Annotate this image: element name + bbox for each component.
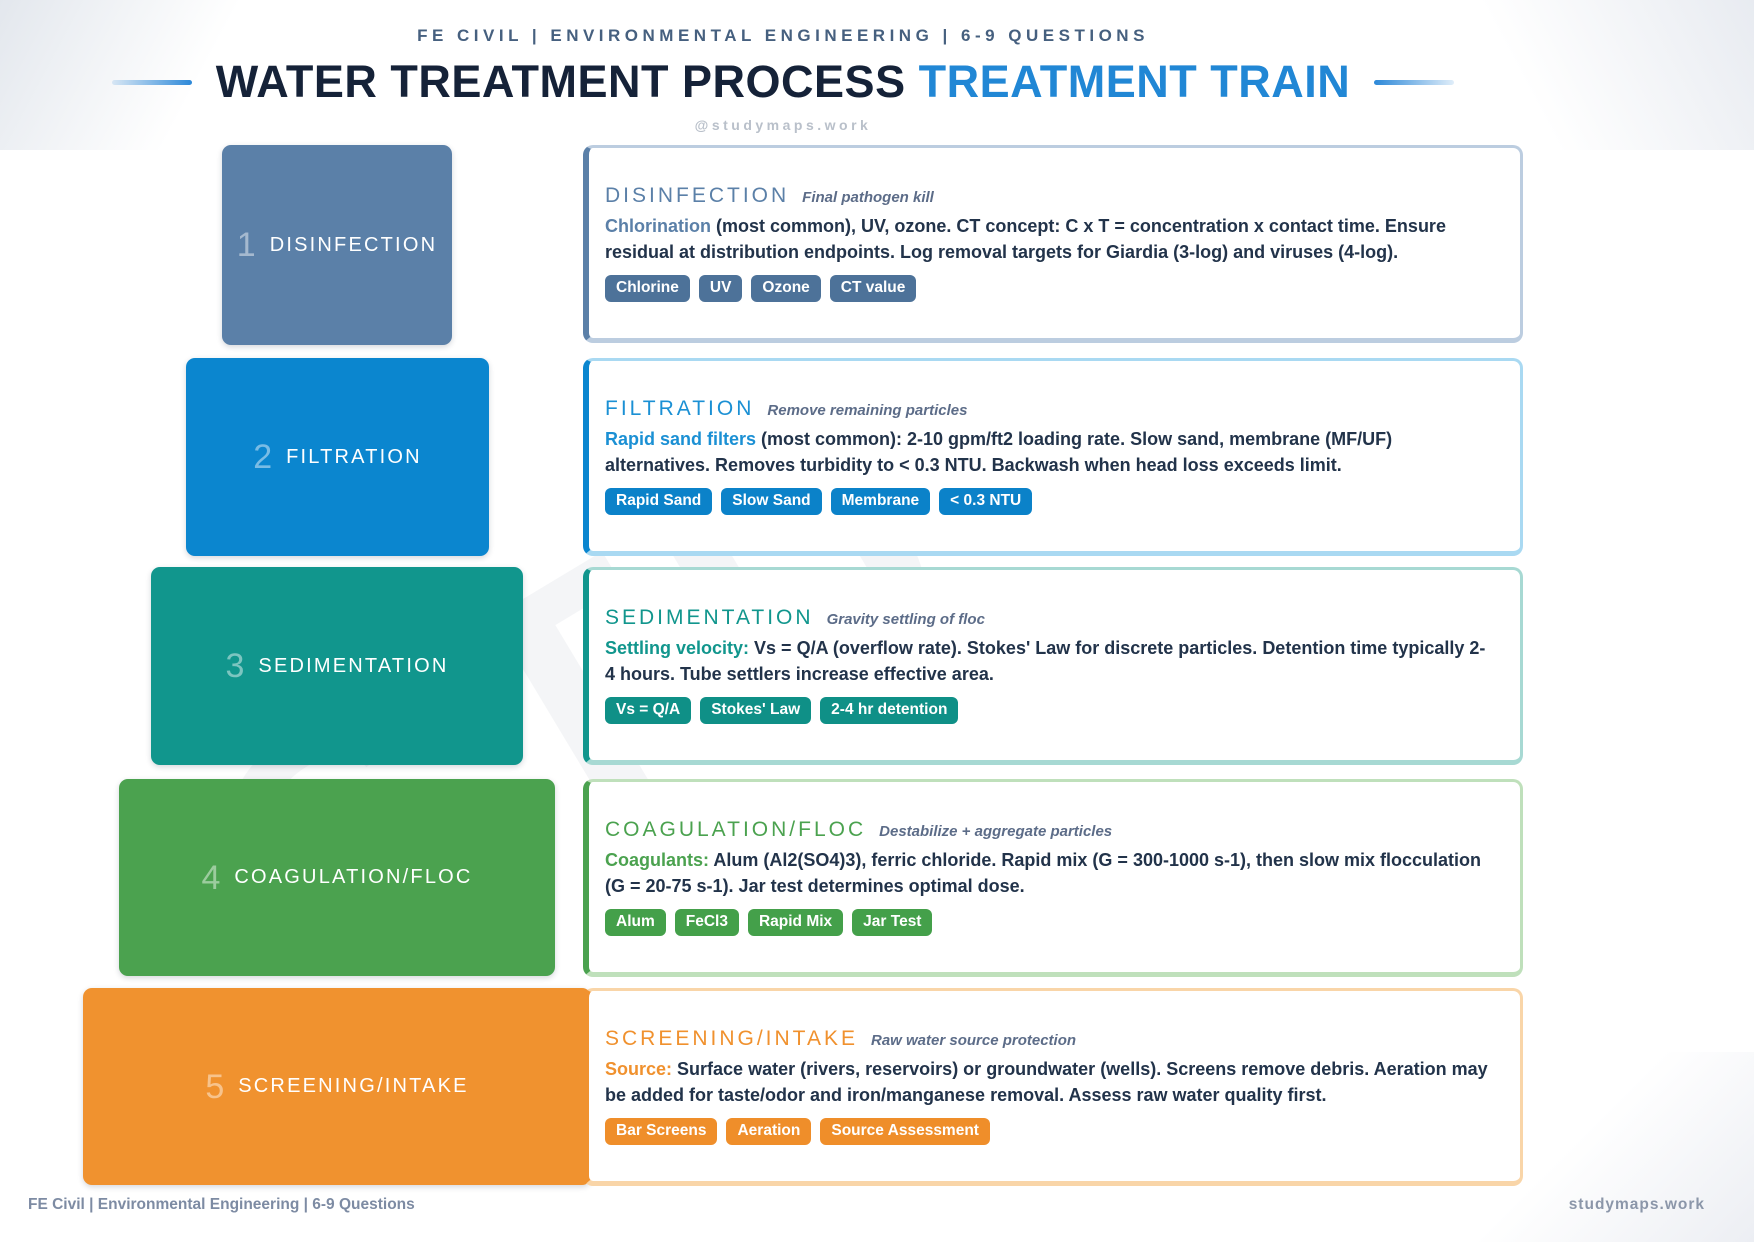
- card-screening: SCREENING/INTAKE Raw water source protec…: [583, 988, 1523, 1186]
- card-subtitle: Final pathogen kill: [802, 188, 934, 206]
- step-label: SEDIMENTATION: [258, 654, 449, 677]
- step-number: 5: [205, 1067, 225, 1106]
- tag: CT value: [829, 275, 917, 303]
- card-lead: Rapid sand filters: [605, 428, 757, 449]
- tag: Jar Test: [852, 909, 933, 937]
- card-body-text: Alum (Al2(SO4)3), ferric chloride. Rapid…: [605, 849, 1482, 896]
- card-header: SEDIMENTATION Gravity settling of floc: [605, 606, 1494, 630]
- step-number: 4: [201, 858, 221, 897]
- tag: Alum: [605, 909, 666, 937]
- card-header: DISINFECTION Final pathogen kill: [605, 184, 1494, 208]
- title-accent: TREATMENT TRAIN: [918, 56, 1351, 107]
- tag: Stokes' Law: [700, 697, 812, 725]
- card-lead: Chlorination: [605, 215, 711, 236]
- card-heading: SEDIMENTATION: [605, 605, 814, 629]
- step-label: FILTRATION: [286, 445, 422, 468]
- tag-row: Vs = Q/A Stokes' Law 2-4 hr detention: [605, 697, 1494, 725]
- card-lead: Source:: [605, 1058, 673, 1079]
- card-lead: Coagulants:: [605, 849, 710, 870]
- card-heading: DISINFECTION: [605, 183, 790, 207]
- author-handle: @studymaps.work: [694, 117, 872, 133]
- page-title: WATER TREATMENT PROCESS TREATMENT TRAIN: [216, 56, 1350, 108]
- step-block-sedimentation: 3 SEDIMENTATION: [151, 567, 523, 765]
- card-disinfection: DISINFECTION Final pathogen kill Chlorin…: [583, 145, 1523, 343]
- card-body-text: Vs = Q/A (overflow rate). Stokes' Law fo…: [605, 637, 1486, 684]
- tag: Ozone: [751, 275, 821, 303]
- card-filtration: FILTRATION Remove remaining particles Ra…: [583, 358, 1523, 556]
- tag: Slow Sand: [721, 488, 822, 516]
- title-dash-left: [111, 79, 192, 85]
- card-body-text: Surface water (rivers, reservoirs) or gr…: [605, 1058, 1488, 1105]
- card-body: Chlorination (most common), UV, ozone. C…: [605, 213, 1494, 265]
- step-number: 1: [236, 226, 256, 264]
- step-block-coagulation: 4 COAGULATION/FLOC: [119, 779, 555, 976]
- card-coagulation: COAGULATION/FLOC Destabilize + aggregate…: [583, 779, 1523, 977]
- card-subtitle: Gravity settling of floc: [826, 610, 985, 628]
- card-body: Settling velocity: Vs = Q/A (overflow ra…: [605, 635, 1494, 687]
- card-sedimentation: SEDIMENTATION Gravity settling of floc S…: [583, 567, 1523, 765]
- header: FE CIVIL | ENVIRONMENTAL ENGINEERING | 6…: [0, 0, 1566, 133]
- step-number: 2: [253, 438, 273, 476]
- card-heading: FILTRATION: [605, 396, 755, 420]
- tag: Vs = Q/A: [605, 697, 692, 725]
- tag: Membrane: [830, 488, 931, 516]
- card-body-text: (most common): 2-10 gpm/ft2 loading rate…: [605, 428, 1393, 475]
- card-heading: COAGULATION/FLOC: [605, 817, 867, 841]
- card-subtitle: Raw water source protection: [870, 1031, 1077, 1049]
- step-block-disinfection: 1 DISINFECTION: [222, 145, 452, 345]
- card-header: SCREENING/INTAKE Raw water source protec…: [605, 1027, 1494, 1051]
- footer-exam-info: FE Civil | Environmental Engineering | 6…: [28, 1196, 415, 1213]
- card-header: COAGULATION/FLOC Destabilize + aggregate…: [605, 818, 1494, 842]
- title-main: WATER TREATMENT PROCESS: [215, 56, 906, 107]
- tag: Chlorine: [605, 275, 690, 303]
- tag: < 0.3 NTU: [939, 488, 1033, 516]
- tag: UV: [698, 275, 743, 303]
- card-subtitle: Destabilize + aggregate particles: [879, 822, 1113, 840]
- tag: Rapid Mix: [747, 909, 844, 937]
- card-body: Rapid sand filters (most common): 2-10 g…: [605, 426, 1494, 478]
- tag-row: Alum FeCl3 Rapid Mix Jar Test: [605, 909, 1494, 937]
- exam-kicker: FE CIVIL | ENVIRONMENTAL ENGINEERING | 6…: [417, 26, 1149, 45]
- tag: Rapid Sand: [605, 488, 713, 516]
- card-body: Source: Surface water (rivers, reservoir…: [605, 1056, 1494, 1108]
- step-block-screening: 5 SCREENING/INTAKE: [83, 988, 591, 1185]
- card-header: FILTRATION Remove remaining particles: [605, 397, 1494, 421]
- tag-row: Rapid Sand Slow Sand Membrane < 0.3 NTU: [605, 488, 1494, 516]
- tag: FeCl3: [674, 909, 739, 937]
- page-title-row: WATER TREATMENT PROCESS TREATMENT TRAIN: [0, 56, 1566, 108]
- tag-row: Bar Screens Aeration Source Assessment: [605, 1118, 1494, 1146]
- step-label: DISINFECTION: [269, 233, 438, 256]
- step-number: 3: [225, 647, 245, 685]
- step-label: SCREENING/INTAKE: [238, 1075, 469, 1097]
- step-block-filtration: 2 FILTRATION: [186, 358, 489, 556]
- tag: Aeration: [726, 1118, 812, 1146]
- tag-row: Chlorine UV Ozone CT value: [605, 275, 1494, 303]
- footer-brand: studymaps.work: [1568, 1196, 1705, 1213]
- tag: Source Assessment: [820, 1118, 990, 1146]
- step-label: COAGULATION/FLOC: [234, 866, 473, 888]
- card-body: Coagulants: Alum (Al2(SO4)3), ferric chl…: [605, 847, 1494, 899]
- tag: Bar Screens: [605, 1118, 718, 1146]
- card-heading: SCREENING/INTAKE: [605, 1026, 858, 1050]
- title-dash-right: [1374, 79, 1455, 85]
- card-body-text: (most common), UV, ozone. CT concept: C …: [605, 215, 1446, 262]
- card-subtitle: Remove remaining particles: [767, 401, 968, 419]
- tag: 2-4 hr detention: [820, 697, 959, 725]
- card-lead: Settling velocity:: [605, 637, 750, 658]
